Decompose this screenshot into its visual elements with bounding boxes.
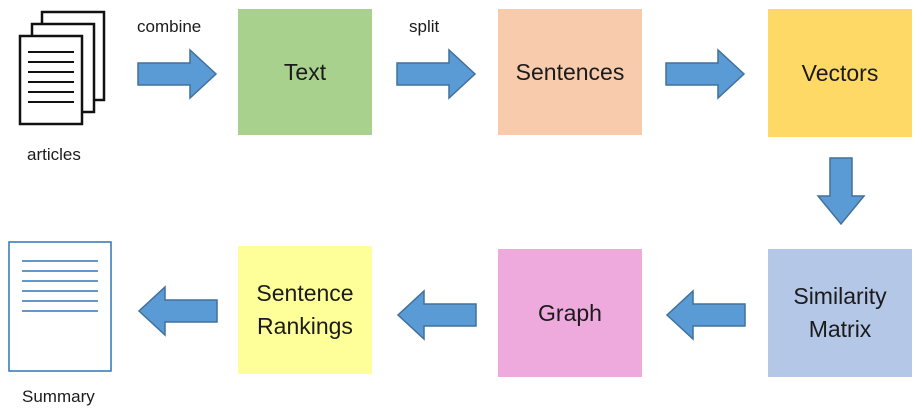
rankings-label-line1: Sentence — [256, 280, 354, 306]
to-graph-arrow-icon — [665, 289, 746, 341]
articles-label: articles — [27, 145, 81, 164]
text-node-label: Text — [283, 58, 327, 85]
summary-document-icon — [8, 241, 112, 372]
sentences-node: Sentences — [498, 9, 642, 135]
similarity-matrix-node: Similarity Matrix — [768, 249, 912, 377]
text-node: Text — [238, 9, 372, 135]
graph-node: Graph — [498, 249, 642, 377]
sentences-node-label: Sentences — [515, 58, 625, 85]
similarity-label-line1: Similarity — [793, 283, 887, 309]
to-rankings-arrow-icon — [396, 289, 477, 341]
graph-node-label: Graph — [538, 299, 602, 326]
summary-label: Summary — [22, 387, 95, 406]
combine-label: combine — [137, 17, 202, 36]
similarity-label-line2: Matrix — [808, 316, 872, 342]
articles-documents-icon — [18, 10, 106, 126]
combine-arrow-icon — [137, 48, 218, 100]
vectors-node: Vectors — [768, 9, 912, 137]
vectors-node-label: Vectors — [801, 59, 879, 86]
sentence-rankings-node: Sentence Rankings — [238, 246, 372, 374]
to-vectors-arrow-icon — [665, 48, 746, 100]
rankings-label-line2: Rankings — [257, 313, 353, 339]
split-label: split — [409, 17, 440, 36]
to-summary-arrow-icon — [137, 285, 218, 337]
down-arrow-icon — [816, 157, 866, 226]
split-arrow-icon — [396, 48, 477, 100]
